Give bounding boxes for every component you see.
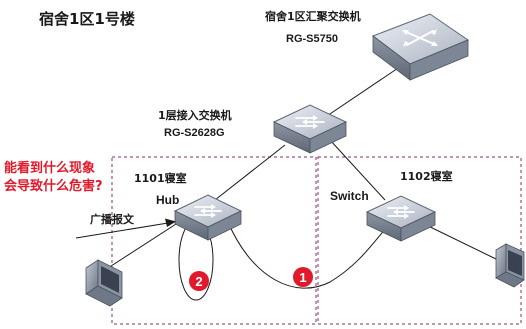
- room-1101-label: 1101寝室: [134, 171, 187, 185]
- access-switch-icon: [272, 104, 348, 154]
- link-switch-to-pc-right: [419, 221, 499, 261]
- link-access-to-switch: [329, 139, 386, 201]
- hub-icon: [173, 194, 243, 241]
- broadcast-arrow-icon: [75, 218, 176, 239]
- marker-2-label: 2: [195, 274, 202, 289]
- marker-1-label: 1: [299, 270, 306, 285]
- pc-left-icon: [85, 259, 123, 307]
- link-access-to-hub: [214, 144, 286, 201]
- question-line-2: 会导致什么危害?: [4, 178, 103, 194]
- room-1102-boundary: [317, 156, 522, 325]
- uplink-access-to-core: [317, 59, 411, 123]
- marker-1-badge: [293, 267, 313, 287]
- building-title: 宿舍1区1号楼: [39, 10, 135, 28]
- hub-label: Hub: [156, 193, 179, 207]
- core-switch-title: 宿舍1区汇聚交换机: [265, 9, 361, 23]
- access-switch-model: RG-S2628G: [164, 127, 225, 139]
- pc-right-icon: [495, 243, 525, 288]
- access-switch-title: 1层接入交换机: [158, 108, 232, 122]
- marker-2-badge: [189, 271, 209, 291]
- loop-cable-hub-switch: [227, 221, 389, 289]
- core-switch-model: RG-S5750: [286, 33, 338, 45]
- room-1101-boundary: [111, 156, 317, 325]
- broadcast-label: 广播报文: [90, 212, 135, 226]
- question-line-1: 能看到什么现象: [4, 160, 95, 176]
- core-switch-icon: [371, 13, 470, 81]
- switch-label: Switch: [330, 189, 369, 203]
- switch-icon: [365, 195, 437, 242]
- room-1102-label: 1102寝室: [400, 169, 453, 183]
